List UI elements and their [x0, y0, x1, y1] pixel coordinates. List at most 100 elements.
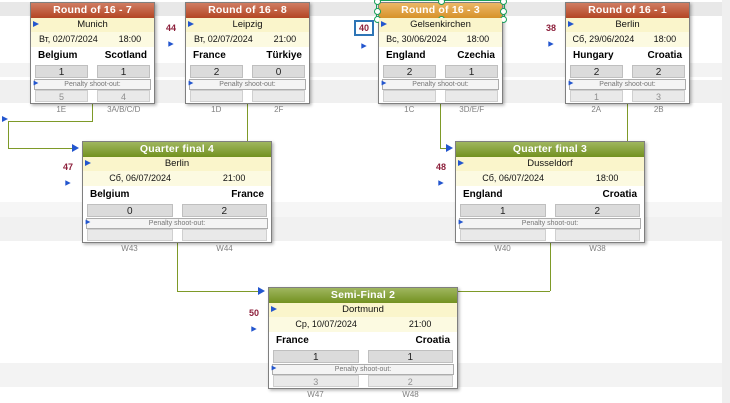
match-number-cell[interactable]: 48 — [431, 161, 451, 191]
match-time[interactable]: 21:00 — [273, 34, 297, 44]
home-score[interactable]: 2 — [570, 65, 623, 78]
away-team[interactable]: Croatia — [647, 50, 682, 61]
away-score[interactable]: 1 — [97, 65, 150, 78]
home-penalty-score[interactable]: 1 — [570, 90, 623, 102]
home-penalty-score[interactable]: 3 — [273, 375, 359, 387]
match-number-cell[interactable]: 50 — [244, 307, 264, 337]
match-date[interactable]: Вс, 30/06/2024 — [386, 34, 447, 44]
venue-cell[interactable]: Dortmund — [269, 303, 457, 317]
away-penalty-score[interactable]: 2 — [367, 375, 453, 387]
away-penalty-score[interactable]: 4 — [97, 90, 150, 102]
match-number-cell[interactable]: 47 — [58, 161, 78, 191]
away-score[interactable]: 2 — [181, 204, 267, 217]
match-title-bar[interactable]: Round of 16 - 7 — [31, 3, 154, 18]
match-time[interactable]: 21:00 — [222, 173, 246, 183]
home-penalty-score[interactable] — [460, 229, 546, 241]
match-title-bar[interactable]: Round of 16 - 3 — [374, 0, 507, 23]
home-team[interactable]: Belgium — [90, 189, 130, 200]
home-penalty-score[interactable] — [190, 90, 243, 102]
venue-cell[interactable]: Berlin — [566, 18, 689, 32]
match-date[interactable]: Вт, 02/07/2024 — [193, 34, 253, 44]
match-date[interactable]: Сб, 29/06/2024 — [572, 34, 635, 44]
note-flag-icon — [568, 80, 574, 86]
penalty-label-row: Penalty shoot-out: — [456, 218, 644, 229]
away-penalty-score[interactable] — [554, 229, 640, 241]
venue-cell[interactable]: Berlin — [83, 157, 271, 171]
connector-line[interactable] — [8, 148, 72, 149]
match-number-cell[interactable]: 40 — [354, 20, 374, 54]
match-date[interactable]: Ср, 10/07/2024 — [295, 319, 357, 329]
connector-line[interactable] — [92, 102, 93, 121]
away-score[interactable]: 2 — [632, 65, 685, 78]
penalty-score-row: 5 4 — [31, 89, 154, 103]
home-score[interactable]: 0 — [87, 204, 173, 217]
match-title-bar[interactable]: Round of 16 - 1 — [566, 3, 689, 18]
away-penalty-score[interactable] — [181, 229, 267, 241]
match-time[interactable]: 21:00 — [408, 319, 432, 329]
home-score[interactable]: 2 — [383, 65, 436, 78]
connector-line[interactable] — [177, 291, 258, 292]
away-score[interactable]: 2 — [554, 204, 640, 217]
home-team[interactable]: England — [386, 50, 426, 61]
away-team[interactable]: Czechia — [457, 50, 495, 61]
home-team[interactable]: England — [463, 189, 503, 200]
match-title-bar[interactable]: Round of 16 - 8 — [186, 3, 309, 18]
away-team[interactable]: France — [231, 189, 264, 200]
match-title-bar[interactable]: Semi-Final 2 — [269, 288, 457, 303]
match-date[interactable]: Сб, 06/07/2024 — [109, 173, 171, 183]
match-time[interactable]: 18:00 — [653, 34, 677, 44]
connector-line[interactable] — [440, 102, 441, 148]
connector-line[interactable] — [627, 102, 628, 141]
venue-cell[interactable]: Gelsenkirchen — [379, 18, 502, 32]
venue-cell[interactable]: Leipzig — [186, 18, 309, 32]
away-penalty-score[interactable]: 3 — [632, 90, 685, 102]
match-title-bar[interactable]: Quarter final 3 — [456, 142, 644, 157]
venue-cell[interactable]: Munich — [31, 18, 154, 32]
right-edge-shading — [722, 0, 730, 403]
home-team[interactable]: Belgium — [38, 50, 78, 61]
match-date[interactable]: Вт, 02/07/2024 — [38, 34, 98, 44]
home-penalty-score[interactable] — [87, 229, 173, 241]
home-score[interactable]: 2 — [190, 65, 243, 78]
connector-line[interactable] — [550, 241, 551, 291]
penalty-label-row: Penalty shoot-out: — [269, 364, 457, 375]
match-time[interactable]: 18:00 — [595, 173, 619, 183]
connector-line[interactable] — [8, 121, 93, 122]
venue-name: Berlin — [164, 158, 190, 169]
away-team[interactable]: Croatia — [415, 335, 450, 346]
home-penalty-score[interactable] — [383, 90, 436, 102]
note-flag-icon — [251, 326, 257, 332]
away-penalty-score[interactable] — [445, 90, 498, 102]
match-number-cell[interactable]: 38 — [541, 22, 561, 52]
home-score[interactable]: 1 — [35, 65, 88, 78]
away-score[interactable]: 1 — [445, 65, 498, 78]
away-penalty-score[interactable] — [252, 90, 305, 102]
match-time[interactable]: 18:00 — [466, 34, 490, 44]
away-team[interactable]: Scotland — [104, 50, 147, 61]
connector-line[interactable] — [440, 148, 446, 149]
connector-line[interactable] — [458, 291, 550, 292]
away-team[interactable]: Croatia — [602, 189, 637, 200]
match-time[interactable]: 18:00 — [118, 34, 142, 44]
home-team[interactable]: France — [276, 335, 309, 346]
connector-line[interactable] — [8, 121, 9, 148]
connector-line[interactable] — [177, 241, 178, 291]
match-date[interactable]: Сб, 06/07/2024 — [482, 173, 544, 183]
venue-cell[interactable]: Dusseldorf — [456, 157, 644, 171]
match-title-bar[interactable]: Quarter final 4 — [83, 142, 271, 157]
home-team[interactable]: Hungary — [573, 50, 614, 61]
match-number-cell[interactable]: 44 — [161, 22, 181, 52]
note-flag-icon — [458, 219, 464, 225]
home-team[interactable]: France — [193, 50, 226, 61]
date-time-row: Ср, 10/07/2024 21:00 — [269, 317, 457, 332]
match-number: 38 — [545, 23, 556, 33]
home-penalty-score[interactable]: 5 — [35, 90, 88, 102]
home-score[interactable]: 1 — [273, 350, 359, 363]
home-score[interactable]: 1 — [460, 204, 546, 217]
score-row: 1 1 — [269, 349, 457, 364]
away-score[interactable]: 1 — [367, 350, 453, 363]
connector-line[interactable] — [247, 102, 248, 141]
away-score[interactable]: 0 — [252, 65, 305, 78]
away-team[interactable]: Türkiye — [266, 50, 302, 61]
home-source-label: 1D — [211, 105, 222, 114]
